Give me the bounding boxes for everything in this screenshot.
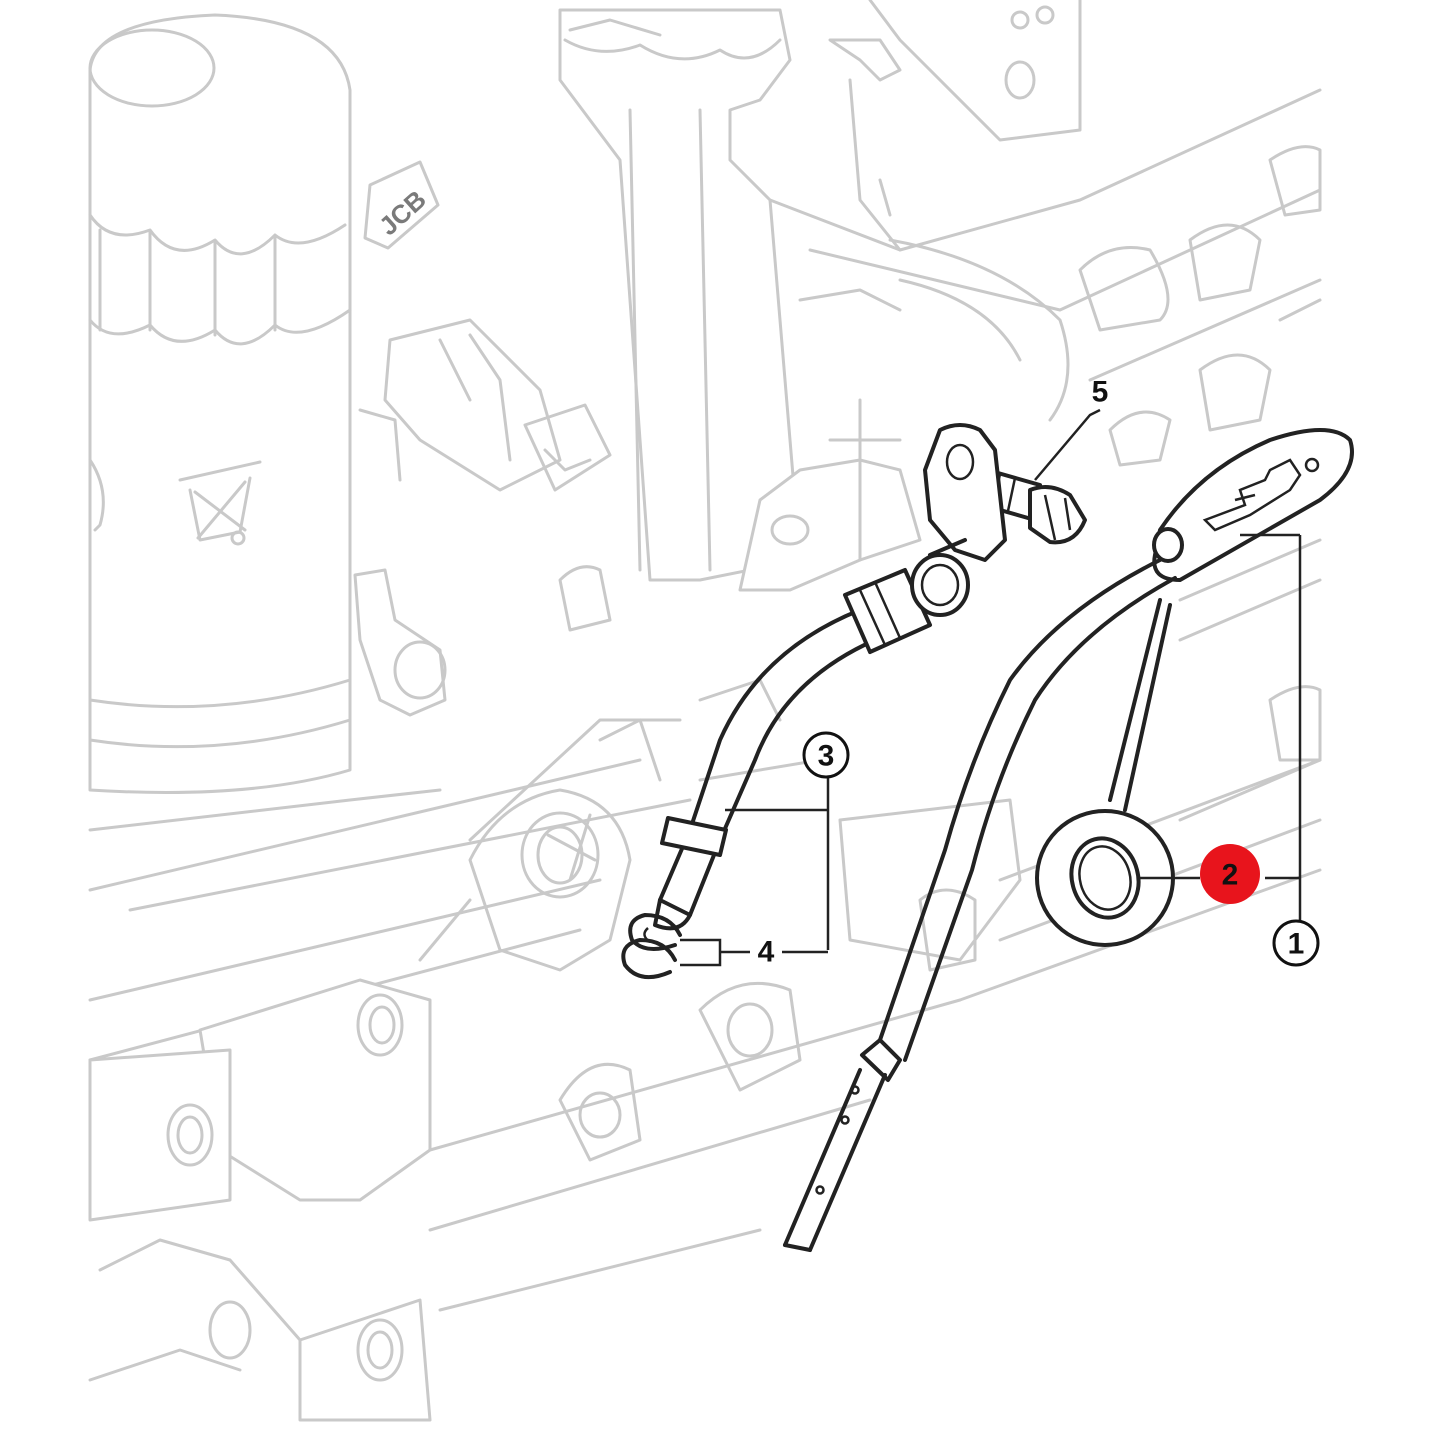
o-rings-part-4 xyxy=(621,913,682,980)
leader-lines xyxy=(680,408,1302,967)
lower-block xyxy=(88,565,1322,1422)
callout-5-label: 5 xyxy=(1092,376,1109,409)
oil-filler-neck xyxy=(558,8,802,582)
callout-4-label: 4 xyxy=(758,936,775,969)
dipstick-part-1 xyxy=(783,428,1354,1252)
callout-2-label: 2 xyxy=(1222,859,1239,892)
mounting-bracket xyxy=(738,288,922,592)
o-ring-seal-part-2 xyxy=(1035,598,1175,947)
jcb-logo: JCB xyxy=(363,160,440,250)
upper-block-right xyxy=(768,0,1322,422)
disposal-symbol-icon xyxy=(178,460,262,546)
engine-block-background: JCB xyxy=(88,0,1322,1422)
sensor-connector xyxy=(358,318,612,492)
callout-2: 2 xyxy=(1200,844,1260,904)
callout-3-label: 3 xyxy=(818,740,835,773)
callout-1: 1 xyxy=(1272,919,1320,967)
callout-3: 3 xyxy=(802,731,850,779)
callout-1-label: 1 xyxy=(1288,928,1305,961)
dipstick-guide-tube-part-3 xyxy=(653,423,1007,931)
callout-5: 5 xyxy=(1092,376,1109,409)
oil-filter-canister xyxy=(88,13,352,794)
callout-4: 4 xyxy=(758,936,775,969)
elbow-fitting xyxy=(353,568,447,717)
